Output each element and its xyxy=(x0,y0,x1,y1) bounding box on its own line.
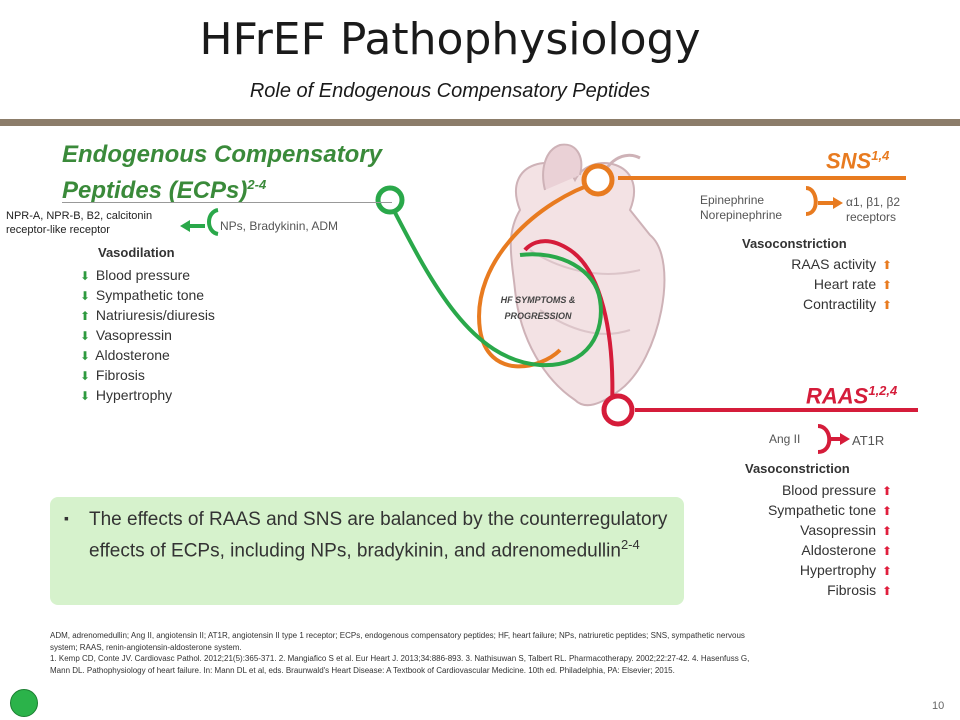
up-arrow-icon: ⬆ xyxy=(881,584,892,598)
ecp-effect-label: Blood pressure xyxy=(95,267,191,283)
up-arrow-icon: ⬆ xyxy=(881,298,892,312)
sns-node-icon xyxy=(581,163,615,197)
callout-sup: 2-4 xyxy=(620,537,640,552)
up-arrow-icon: ⬆ xyxy=(881,564,892,578)
sns-effect-item: Contractility ⬆ xyxy=(700,294,892,314)
ecp-effect-item: ⬇ Vasopressin xyxy=(80,325,215,345)
ecp-effect-label: Aldosterone xyxy=(95,347,170,363)
up-arrow-icon: ⬆ xyxy=(881,258,892,272)
down-arrow-icon: ⬇ xyxy=(80,389,91,403)
sns-receptor-2: receptors xyxy=(846,210,897,224)
raas-effect-label: Vasopressin xyxy=(800,522,877,538)
up-arrow-icon: ⬆ xyxy=(881,484,892,498)
raas-effect-item: Sympathetic tone ⬆ xyxy=(700,500,892,520)
ecp-effects-list: ⬇ Blood pressure ⬇ Sympathetic tone ⬆ Na… xyxy=(80,265,215,405)
sns-receptors: α1, β1, β2 receptors xyxy=(846,195,900,225)
ecp-receptor-text: NPR-A, NPR-B, B2, calcitonin receptor-li… xyxy=(6,210,153,236)
ecp-effect-item: ⬆ Natriuresis/diuresis xyxy=(80,305,215,325)
up-arrow-icon: ⬆ xyxy=(881,278,892,292)
ecp-effect-label: Fibrosis xyxy=(95,367,145,383)
ecp-effects-block: Vasodilation ⬇ Blood pressure ⬇ Sympathe… xyxy=(80,245,233,403)
raas-title-text: RAAS xyxy=(806,383,869,409)
ecp-title-line2: Peptides (ECPs) xyxy=(62,177,248,204)
ecp-title-line1: Endogenous Compensatory xyxy=(62,141,383,168)
sns-receptor-1: α1, β1, β2 xyxy=(846,195,901,209)
raas-effects-list: Blood pressure ⬆ Sympathetic tone ⬆ Vaso… xyxy=(700,480,892,600)
down-arrow-icon: ⬇ xyxy=(80,329,91,343)
up-arrow-icon: ⬆ xyxy=(881,524,892,538)
ecp-effect-label: Hypertrophy xyxy=(95,387,173,403)
raas-effect-label: Sympathetic tone xyxy=(767,502,877,518)
raas-receptor: AT1R xyxy=(852,433,885,448)
ecp-effect-item: ⬇ Sympathetic tone xyxy=(80,285,215,305)
raas-title-sup: 1,2,4 xyxy=(868,383,898,398)
ecp-effect-item: ⬇ Hypertrophy xyxy=(80,385,215,405)
heart-label: HF SYMPTOMS & PROGRESSION xyxy=(488,292,588,324)
sns-ligands: Epinephrine Norepinephrine xyxy=(700,193,782,223)
ecp-effect-label: Vasopressin xyxy=(95,327,172,343)
raas-node-icon xyxy=(601,393,635,427)
sns-title: SNS1,4 xyxy=(826,148,889,174)
sns-effect-heading: Vasoconstriction xyxy=(742,236,847,251)
footnote: ADM, adrenomedullin; Ang II, angiotensin… xyxy=(50,630,770,676)
raas-effect-item: Blood pressure ⬆ xyxy=(700,480,892,500)
summary-callout xyxy=(50,497,684,605)
title-divider-band xyxy=(0,119,960,126)
heart-label-line1: HF SYMPTOMS & xyxy=(500,295,576,305)
sns-effect-label: Heart rate xyxy=(813,276,877,292)
raas-title: RAAS1,2,4 xyxy=(806,383,897,409)
raas-effect-item: Vasopressin ⬆ xyxy=(700,520,892,540)
ecp-ligands-text: NPs, Bradykinin, ADM xyxy=(220,219,339,233)
raas-effect-item: Aldosterone ⬆ xyxy=(700,540,892,560)
down-arrow-icon: ⬇ xyxy=(80,369,91,383)
footnote-references: 1. Kemp CD, Conte JV. Cardiovasc Pathol.… xyxy=(50,654,750,675)
ecp-title-line2-wrap: Peptides (ECPs)2-4 xyxy=(62,170,422,206)
raas-effect-item: Hypertrophy ⬆ xyxy=(700,560,892,580)
raas-effect-heading: Vasoconstriction xyxy=(745,461,850,476)
sns-ligand-1: Epinephrine xyxy=(700,193,765,207)
slide-title: HFrEF Pathophysiology xyxy=(199,14,701,65)
ecp-effect-label: Natriuresis/diuresis xyxy=(95,307,215,323)
ecp-effect-label: Sympathetic tone xyxy=(95,287,205,303)
ecp-title-sup: 2-4 xyxy=(247,177,267,192)
sns-effect-item: RAAS activity ⬆ xyxy=(700,254,892,274)
ecp-effect-item: ⬇ Blood pressure xyxy=(80,265,215,285)
callout-bullet-icon: ▪ xyxy=(64,510,69,526)
down-arrow-icon: ⬇ xyxy=(80,349,91,363)
sns-effect-label: RAAS activity xyxy=(791,256,877,272)
ecp-effect-heading: Vasodilation xyxy=(98,245,175,260)
up-arrow-icon: ⬆ xyxy=(881,544,892,558)
ecp-underline xyxy=(62,202,392,203)
sns-title-sup: 1,4 xyxy=(871,148,890,163)
sns-effect-item: Heart rate ⬆ xyxy=(700,274,892,294)
sns-ligand-2: Norepinephrine xyxy=(700,208,783,222)
slide-subtitle: Role of Endogenous Compensatory Peptides xyxy=(249,80,651,102)
ecp-effect-item: ⬇ Fibrosis xyxy=(80,365,215,385)
record-button[interactable] xyxy=(10,689,38,717)
raas-effect-label: Aldosterone xyxy=(801,542,877,558)
down-arrow-icon: ⬇ xyxy=(80,269,91,283)
sns-effects-list: RAAS activity ⬆ Heart rate ⬆ Contractili… xyxy=(700,254,892,314)
ecp-title: Endogenous Compensatory Peptides (ECPs)2… xyxy=(62,140,422,206)
up-arrow-icon: ⬆ xyxy=(881,504,892,518)
raas-effect-item: Fibrosis ⬆ xyxy=(700,580,892,600)
ecp-effect-item: ⬇ Aldosterone xyxy=(80,345,215,365)
footnote-abbreviations: ADM, adrenomedullin; Ang II, angiotensin… xyxy=(50,631,745,652)
ecp-node-icon xyxy=(375,185,405,215)
raas-effect-label: Blood pressure xyxy=(781,482,877,498)
raas-ligand: Ang II xyxy=(769,432,801,446)
up-arrow-icon: ⬆ xyxy=(80,309,91,323)
down-arrow-icon: ⬇ xyxy=(80,289,91,303)
raas-effect-label: Fibrosis xyxy=(827,582,877,598)
sns-title-text: SNS xyxy=(826,148,872,174)
sns-effect-label: Contractility xyxy=(802,296,877,312)
callout-body: The effects of RAAS and SNS are balanced… xyxy=(89,509,668,562)
heart-label-line2: PROGRESSION xyxy=(504,311,572,321)
callout-text: The effects of RAAS and SNS are balanced… xyxy=(89,507,669,563)
raas-effect-label: Hypertrophy xyxy=(799,562,877,578)
page-number: 10 xyxy=(932,700,945,712)
